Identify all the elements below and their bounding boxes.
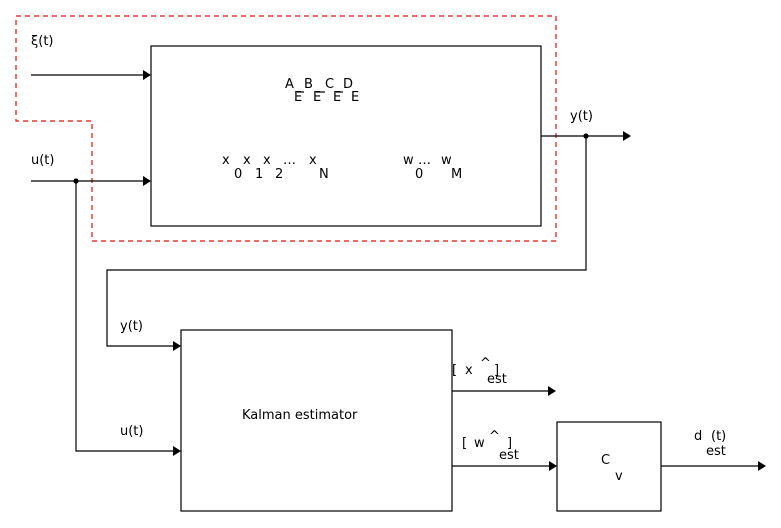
plant-output-label: y(t): [570, 109, 593, 124]
w-est-sub: est: [499, 448, 519, 463]
dist-ellipsis: …: [418, 153, 431, 168]
dashed-boundary: [15, 15, 557, 242]
y-feedback-wire: [106, 136, 587, 347]
matrix-b: B: [304, 77, 313, 92]
dist-wm: w: [441, 153, 452, 168]
matrix-d: D: [343, 77, 353, 92]
d-est-symbol: d: [694, 429, 702, 444]
w-est-close: ]: [507, 436, 512, 451]
state-x2: x: [263, 153, 271, 168]
state-x1: x: [243, 153, 251, 168]
w-est-open: [: [462, 436, 467, 451]
dist-w0: w: [403, 153, 414, 168]
state-x1-sub: 1: [255, 167, 263, 182]
dist-w0-sub: 0: [415, 167, 423, 182]
w-est-sym: w: [474, 436, 485, 451]
state-xn-sub: N: [319, 167, 329, 182]
state-x0-sub: 0: [234, 167, 242, 182]
state-x0: x: [222, 153, 230, 168]
u-feed-arrowhead: [173, 446, 181, 456]
state-x2-sub: 2: [275, 167, 283, 182]
x-est-close: ]: [494, 363, 499, 378]
w-est-hat: ^: [489, 429, 500, 444]
plant-block: [150, 45, 542, 227]
estimator-y-label: y(t): [120, 319, 143, 334]
d-est-sub: est: [706, 444, 726, 459]
x-est-sub: est: [487, 372, 507, 387]
kalman-estimator-title: Kalman estimator: [242, 408, 358, 423]
disturbance-label: ξ(t): [31, 34, 54, 49]
matrix-c-sub: E: [333, 90, 341, 105]
cv-subscript: v: [615, 469, 623, 484]
x-est-sym: x: [465, 363, 473, 378]
matrix-c: C: [325, 77, 334, 92]
d-est-arg: (t): [711, 429, 726, 444]
u-feed-wire: [75, 181, 174, 452]
cv-symbol: C: [601, 453, 610, 468]
x-est-open: [: [452, 363, 457, 378]
x-est-arrowhead: [548, 386, 556, 396]
x-est-hat: ^: [480, 356, 491, 371]
w-est-arrowhead: [549, 461, 557, 471]
plant-input-label: u(t): [31, 153, 54, 168]
kalman-estimator-block: [180, 329, 453, 512]
matrix-d-sub: E: [351, 90, 359, 105]
matrix-b-sub: E: [313, 90, 321, 105]
disturbance-arrowhead: [143, 70, 151, 80]
state-ellipsis: …: [283, 153, 296, 168]
d-est-arrowhead: [758, 461, 766, 471]
estimator-u-label: u(t): [120, 424, 143, 439]
matrix-a: A: [285, 77, 294, 92]
plant-output-arrowhead: [623, 131, 631, 141]
plant-input-arrowhead: [143, 176, 151, 186]
dist-wm-sub: M: [451, 167, 462, 182]
matrix-a-sub: E: [294, 90, 302, 105]
state-xn: x: [309, 153, 317, 168]
y-feedback-arrowhead: [173, 341, 181, 351]
